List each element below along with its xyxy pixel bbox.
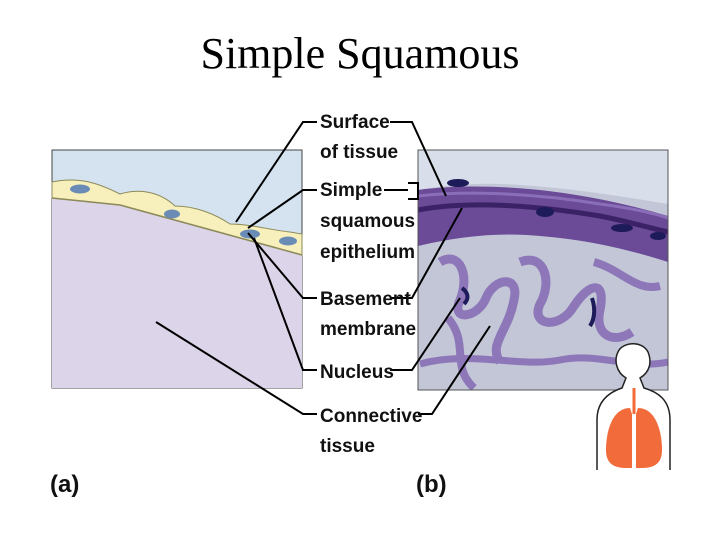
- basement-membrane-line: [51, 197, 303, 256]
- nucleus: [164, 209, 180, 219]
- panel-a-diagram: [51, 149, 303, 389]
- label-surface-of-tissue: Surface of tissue: [320, 112, 398, 163]
- body-with-lungs-icon: [596, 343, 671, 470]
- slide-title: Simple Squamous: [200, 29, 520, 78]
- nucleus: [279, 236, 297, 246]
- label-simple-squamous-epithelium: Simple squamous epithelium: [320, 180, 420, 263]
- panel-label-b: (b): [416, 471, 447, 498]
- nucleus: [70, 184, 90, 194]
- label-connective-tissue: Connective tissue: [320, 406, 428, 457]
- leader-lines: [155, 121, 491, 415]
- connective-tissue-area: [52, 198, 302, 388]
- epithelium-bracket: [408, 182, 419, 200]
- label-basement-membrane: Basement membrane: [320, 289, 416, 340]
- label-nucleus: Nucleus: [320, 362, 394, 383]
- panel-label-a: (a): [50, 471, 79, 498]
